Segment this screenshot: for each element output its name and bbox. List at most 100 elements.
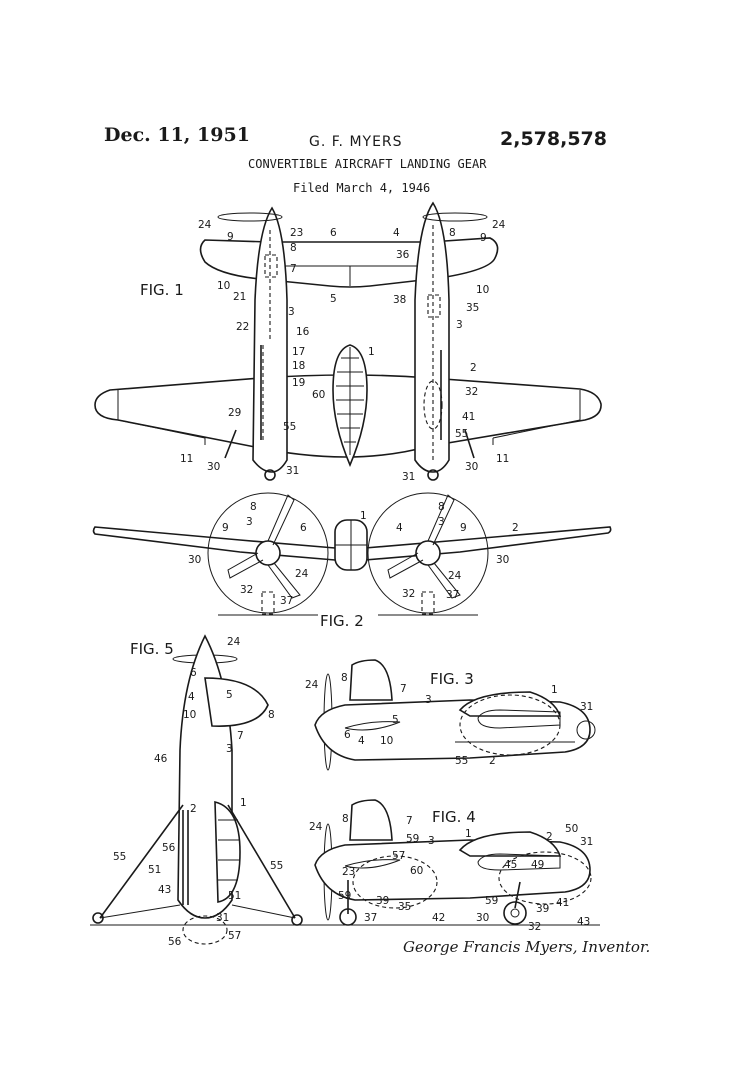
ref-numeral: 1 — [551, 684, 558, 696]
ref-numeral: 55 — [113, 851, 126, 863]
ref-numeral: 7 — [237, 730, 244, 742]
ref-numeral: 60 — [312, 389, 325, 401]
ref-numeral: 9 — [222, 522, 229, 534]
ref-numeral: 60 — [410, 865, 423, 877]
ref-numeral: 37 — [446, 589, 459, 601]
ref-numeral: 9 — [480, 232, 487, 244]
ref-numeral: 32 — [240, 584, 253, 596]
ref-numeral: 9 — [227, 231, 234, 243]
ref-numeral: 9 — [460, 522, 467, 534]
ref-numeral: 30 — [476, 912, 489, 924]
ref-numeral: 41 — [462, 411, 475, 423]
fig2-front-view — [92, 492, 612, 616]
ref-numeral: 1 — [360, 510, 367, 522]
ref-numeral: 18 — [292, 360, 305, 372]
reference-numerals: 24 9 23 6 8 7 10 21 5 22 3 16 17 18 19 1… — [113, 219, 593, 948]
ref-numeral: 4 — [396, 522, 403, 534]
ref-numeral: 1 — [465, 828, 472, 840]
ref-numeral: 11 — [180, 453, 193, 465]
ref-numeral: 41 — [556, 897, 569, 909]
ref-numeral: 3 — [456, 319, 463, 331]
ref-numeral: 35 — [466, 302, 479, 314]
ref-numeral: 10 — [183, 709, 196, 721]
ref-numeral: 6 — [300, 522, 307, 534]
patent-date: Dec. 11, 1951 — [104, 124, 250, 146]
ref-numeral: 31 — [286, 465, 299, 477]
ref-numeral: 49 — [531, 859, 544, 871]
ref-numeral: 22 — [236, 321, 249, 333]
ref-numeral: 35 — [398, 901, 411, 913]
ref-numeral: 23 — [342, 866, 355, 878]
ref-numeral: 7 — [400, 683, 407, 695]
ref-numeral: 2 — [470, 362, 477, 374]
ref-numeral: 50 — [565, 823, 578, 835]
ref-numeral: 2 — [190, 803, 197, 815]
ref-numeral: 7 — [406, 815, 413, 827]
ref-numeral: 30 — [465, 461, 478, 473]
ref-numeral: 37 — [280, 595, 293, 607]
ref-numeral: 43 — [577, 916, 590, 928]
ref-numeral: 59 — [485, 895, 498, 907]
ref-numeral: 6 — [190, 667, 197, 679]
ref-numeral: 39 — [376, 895, 389, 907]
ref-numeral: 3 — [438, 516, 445, 528]
filing-date: Filed March 4, 1946 — [293, 181, 431, 195]
ref-numeral: 1 — [368, 346, 375, 358]
ref-numeral: 55 — [270, 860, 283, 872]
ref-numeral: 36 — [396, 249, 410, 261]
signature-name: George Francis Myers, — [403, 938, 578, 956]
ref-numeral: 59 — [338, 890, 351, 902]
ref-numeral: 59 — [406, 833, 419, 845]
ref-numeral: 30 — [207, 461, 220, 473]
ref-numeral: 24 — [295, 568, 309, 580]
ref-numeral: 51 — [228, 890, 241, 902]
ref-numeral: 57 — [392, 850, 405, 862]
fig5-tail-sitter-view — [90, 634, 310, 945]
ref-numeral: 24 — [305, 679, 319, 691]
ref-numeral: 30 — [188, 554, 201, 566]
ref-numeral: 24 — [448, 570, 462, 582]
ref-numeral: 8 — [449, 227, 456, 239]
ref-numeral: 24 — [227, 636, 241, 648]
ref-numeral: 2 — [489, 755, 496, 767]
ref-numeral: 45 — [504, 859, 517, 871]
ref-numeral: 21 — [233, 291, 246, 303]
ref-numeral: 10 — [380, 735, 393, 747]
ref-numeral: 3 — [226, 743, 233, 755]
ref-numeral: 16 — [296, 326, 310, 338]
ref-numeral: 43 — [158, 884, 171, 896]
ref-numeral: 57 — [228, 930, 241, 942]
ref-numeral: 3 — [425, 694, 432, 706]
patent-number: 2,578,578 — [500, 128, 607, 150]
ref-numeral: 32 — [402, 588, 415, 600]
ref-numeral: 5 — [226, 689, 233, 701]
ref-numeral: 31 — [402, 471, 415, 483]
ref-numeral: 56 — [168, 936, 182, 948]
ref-numeral: 31 — [580, 836, 593, 848]
ref-numeral: 3 — [246, 516, 253, 528]
ref-numeral: 42 — [432, 912, 445, 924]
fig1-caption: FIG. 1 — [140, 281, 184, 299]
ref-numeral: 7 — [290, 263, 297, 275]
ref-numeral: 6 — [330, 227, 337, 239]
ref-numeral: 56 — [162, 842, 176, 854]
fig4-caption: FIG. 4 — [432, 808, 476, 826]
ref-numeral: 24 — [492, 219, 506, 231]
ref-numeral: 23 — [290, 227, 303, 239]
ref-numeral: 4 — [358, 735, 365, 747]
ref-numeral: 2 — [546, 831, 553, 843]
ref-numeral: 24 — [309, 821, 323, 833]
ref-numeral: 46 — [154, 753, 168, 765]
ref-numeral: 2 — [512, 522, 519, 534]
ref-numeral: 10 — [217, 280, 230, 292]
ref-numeral: 8 — [438, 501, 445, 513]
ref-numeral: 4 — [188, 691, 195, 703]
ref-numeral: 8 — [342, 813, 349, 825]
ref-numeral: 31 — [580, 701, 593, 713]
fig1-plan-view — [94, 201, 602, 481]
ref-numeral: 38 — [393, 294, 406, 306]
figure-captions: FIG. 1 FIG. 2 FIG. 3 FIG. 4 FIG. 5 — [130, 281, 476, 826]
ref-numeral: 32 — [465, 386, 478, 398]
ref-numeral: 8 — [290, 242, 297, 254]
